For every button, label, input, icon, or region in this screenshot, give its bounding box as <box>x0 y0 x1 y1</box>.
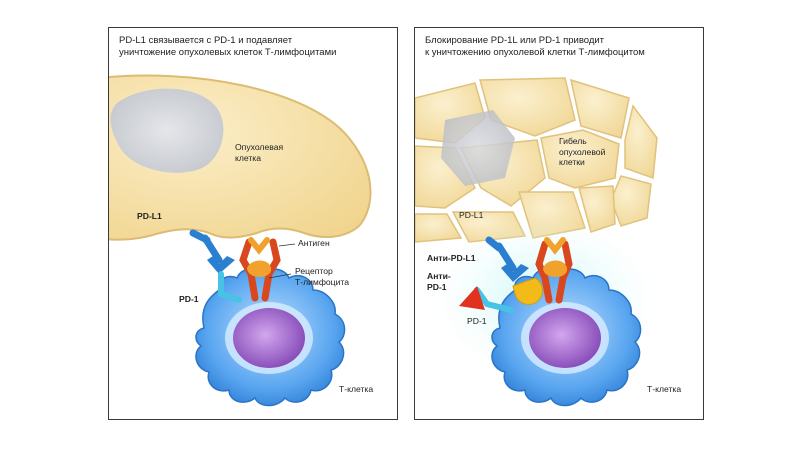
tumor-nucleus <box>110 88 224 173</box>
right-illustration <box>415 77 658 407</box>
pd1-label: PD-1 <box>467 316 487 326</box>
left-caption-line1: PD-L1 связывается с PD-1 и подавляет <box>119 35 293 46</box>
anti-pdl1-antibody <box>512 277 544 305</box>
pdl1-label: PD-L1 <box>459 210 484 220</box>
tumor-death-label: Гибель опухолевой клетки <box>559 136 606 167</box>
dying-tumor-nucleus <box>441 110 515 186</box>
pd1-protein <box>474 287 514 313</box>
receptor-pointer <box>268 273 292 279</box>
antigen-pointer <box>278 243 296 247</box>
pdl1-protein <box>485 236 529 282</box>
t-cell-nucleus <box>233 308 305 368</box>
pdl1-label: PD-L1 <box>137 211 162 221</box>
pdl1-protein <box>189 229 235 274</box>
pd1-protein <box>218 271 242 303</box>
tumor-cell-label: Опухолевая клетка <box>235 142 284 163</box>
t-cell-label: Т-клетка <box>647 384 682 394</box>
anti-pd1-antibody <box>459 286 485 310</box>
right-caption: Блокирование PD-1L или PD-1 приводит к у… <box>425 35 697 59</box>
antigen <box>247 237 272 277</box>
right-caption-line1: Блокирование PD-1L или PD-1 приводит <box>425 35 605 46</box>
left-illustration <box>109 74 372 407</box>
left-caption-line2: уничтожение опухолевых клеток Т-лимфоцит… <box>119 47 337 58</box>
left-panel: PD-L1 связывается с PD-1 и подавляет уни… <box>108 27 398 420</box>
antigen-label: Антиген <box>298 238 330 248</box>
left-caption: PD-L1 связывается с PD-1 и подавляет уни… <box>119 35 391 59</box>
antigen <box>543 237 568 277</box>
right-caption-line2: к уничтожению опухолевой клетки Т-лимфоц… <box>425 47 645 58</box>
t-cell-receptor <box>239 238 281 302</box>
t-cell-label: Т-клетка <box>339 384 374 394</box>
right-panel: Блокирование PD-1L или PD-1 приводит к у… <box>414 27 704 420</box>
t-cell-nucleus <box>529 308 601 368</box>
anti-pd1-label: Анти- PD-1 <box>427 271 451 292</box>
anti-pdl1-label: Анти-PD-L1 <box>427 253 476 263</box>
receptor-label: Рецептор Т-лимфоцита <box>295 266 350 287</box>
pd1-label: PD-1 <box>179 294 199 304</box>
